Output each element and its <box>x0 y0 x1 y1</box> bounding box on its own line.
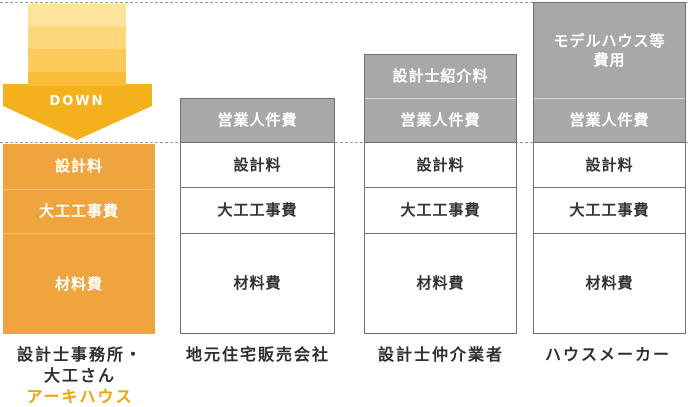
caption-architect: 設計士事務所・ 大工さん アーキハウス <box>0 344 160 407</box>
row-carpentry-fee: 大工工事費 <box>181 188 334 234</box>
arrow-band-2 <box>28 26 126 49</box>
caption-agency: 設計士仲介業者 <box>377 345 504 364</box>
arrow-band-1 <box>28 4 126 26</box>
down-arrow-icon <box>3 4 152 140</box>
arrow-band-3 <box>28 49 126 72</box>
caption-local-seller: 地元住宅販売会社 <box>185 345 330 364</box>
row-design-fee: 設計料 <box>181 143 334 188</box>
arrow-head <box>3 84 152 140</box>
caption-line-1: 設計士事務所・ <box>16 345 143 364</box>
row-model-house-cost: モデルハウス等 費用 <box>534 3 685 99</box>
arrow-label: DOWN <box>49 94 105 109</box>
column-house-maker: モデルハウス等 費用 営業人件費 設計料 大工工事費 材料費 <box>533 2 686 334</box>
row-carpentry-fee: 大工工事費 <box>534 188 685 234</box>
row-design-fee: 設計料 <box>365 143 516 188</box>
row-material-fee: 材料費 <box>534 234 685 332</box>
row-material-fee: 材料費 <box>181 234 334 332</box>
caption-accent: アーキハウス <box>26 387 134 406</box>
row-design-fee: 設計料 <box>3 144 155 190</box>
row-material-fee: 材料費 <box>54 274 103 293</box>
caption-line-2: 大工さん <box>43 366 116 385</box>
row-referral-fee: 設計士紹介料 <box>365 55 516 99</box>
row-sales-labor: 営業人件費 <box>365 99 516 143</box>
row-sales-labor: 営業人件費 <box>181 99 334 143</box>
row-carpentry-fee: 大工工事費 <box>3 190 155 234</box>
arrow-band-4 <box>28 72 126 86</box>
caption-house-maker: ハウスメーカー <box>544 345 671 364</box>
column-local-seller: 営業人件費 設計料 大工工事費 材料費 <box>180 98 335 334</box>
row-design-fee: 設計料 <box>534 143 685 188</box>
column-agency: 設計士紹介料 営業人件費 設計料 大工工事費 材料費 <box>364 54 517 334</box>
column-architect: 設計料 大工工事費 材料費 <box>3 144 155 334</box>
row-carpentry-fee: 大工工事費 <box>365 188 516 234</box>
row-material-fee: 材料費 <box>365 234 516 332</box>
top-dashed-line <box>0 2 688 3</box>
row-sales-labor: 営業人件費 <box>534 99 685 143</box>
middle-dashed-line <box>0 142 688 143</box>
